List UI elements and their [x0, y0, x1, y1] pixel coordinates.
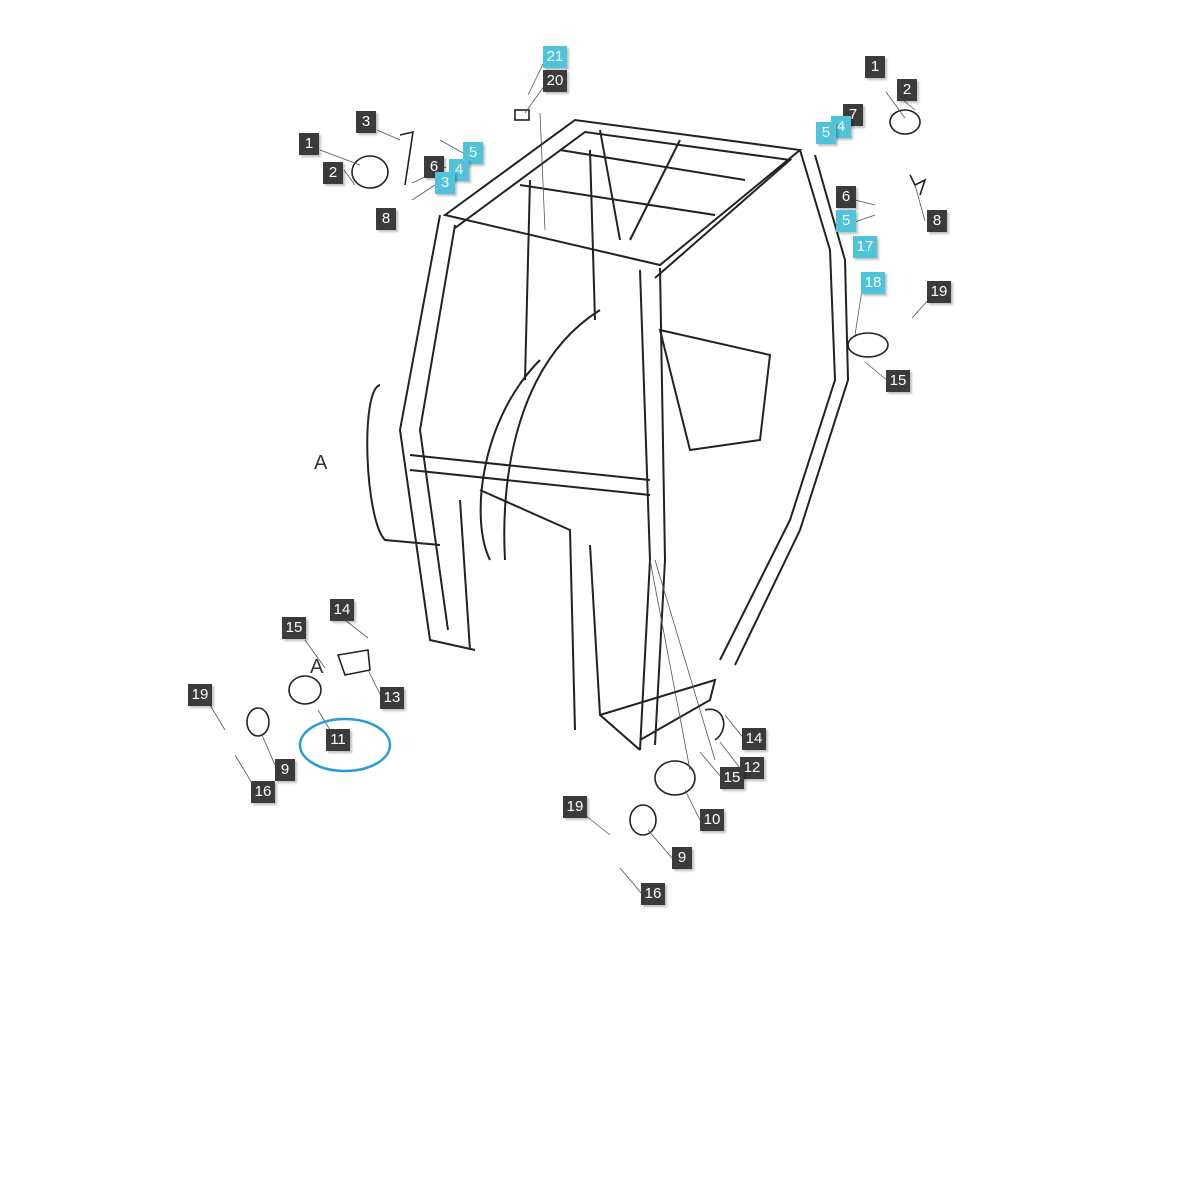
callout-3b[interactable]: 3 — [435, 172, 455, 194]
callout-17[interactable]: 17 — [853, 236, 877, 258]
reference-letter-a-bottom: A — [310, 656, 324, 678]
callout-3a[interactable]: 3 — [356, 111, 376, 133]
callout-11[interactable]: 11 — [326, 729, 350, 751]
callout-19c[interactable]: 19 — [563, 796, 587, 818]
callout-20[interactable]: 20 — [543, 70, 567, 92]
callout-5b[interactable]: 5 — [816, 122, 836, 144]
callout-10[interactable]: 10 — [700, 809, 724, 831]
callout-16b[interactable]: 16 — [641, 883, 665, 905]
callout-14a[interactable]: 14 — [330, 599, 354, 621]
parts-sketches — [246, 109, 927, 836]
cab-door-arch — [366, 309, 772, 751]
callout-19a[interactable]: 19 — [927, 281, 951, 303]
callout-16a[interactable]: 16 — [251, 781, 275, 803]
callout-15a[interactable]: 15 — [886, 370, 910, 392]
cab-roof — [442, 118, 803, 279]
callout-1a[interactable]: 1 — [299, 133, 319, 155]
callout-13[interactable]: 13 — [380, 687, 404, 709]
callout-5a[interactable]: 5 — [463, 142, 483, 164]
callout-8a[interactable]: 8 — [376, 208, 396, 230]
callout-21[interactable]: 21 — [543, 46, 567, 68]
highlight-ring — [298, 717, 392, 773]
callout-4b[interactable]: 4 — [831, 116, 851, 138]
callout-14b[interactable]: 14 — [742, 728, 766, 750]
leader-lines — [209, 59, 931, 895]
callout-2b[interactable]: 2 — [897, 79, 917, 101]
callout-18[interactable]: 18 — [861, 272, 885, 294]
callout-1b[interactable]: 1 — [865, 56, 885, 78]
callout-15c[interactable]: 15 — [720, 767, 744, 789]
callout-6b[interactable]: 6 — [836, 186, 856, 208]
callout-2a[interactable]: 2 — [323, 162, 343, 184]
reference-letter-a-top: A — [314, 452, 328, 474]
callout-5c[interactable]: 5 — [836, 210, 856, 232]
callout-12[interactable]: 12 — [740, 757, 764, 779]
callout-8b[interactable]: 8 — [927, 210, 947, 232]
cab-pillars — [398, 149, 850, 751]
callout-9a[interactable]: 9 — [275, 759, 295, 781]
callout-15b[interactable]: 15 — [282, 617, 306, 639]
callout-19b[interactable]: 19 — [188, 684, 212, 706]
callout-9b[interactable]: 9 — [672, 847, 692, 869]
